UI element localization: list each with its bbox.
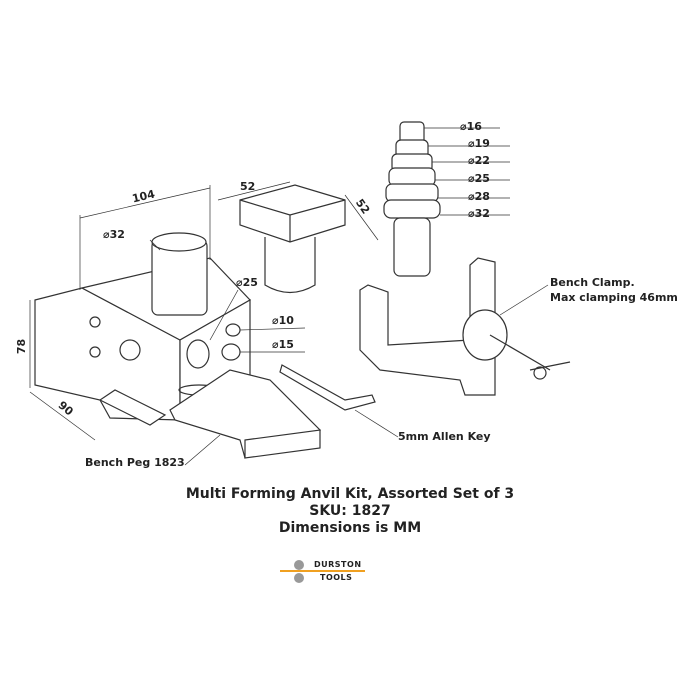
durston-logo: DURSTON TOOLS xyxy=(280,560,370,584)
dia-large-hole: ⌀25 xyxy=(236,276,258,289)
bench-peg-label: Bench Peg 1823 xyxy=(85,456,185,469)
caption-units: Dimensions is MM xyxy=(278,520,422,536)
clamp-capacity: Max clamping 46mm xyxy=(550,291,678,304)
dia-small-hole: ⌀10 xyxy=(272,314,294,327)
caption-title: Multi Forming Anvil Kit, Assorted Set of… xyxy=(185,486,515,502)
dia-stack-1: ⌀16 xyxy=(460,120,482,133)
stepped-stake-drawing xyxy=(383,121,441,277)
dia-stack-3: ⌀22 xyxy=(468,154,490,167)
logo-text-2: TOOLS xyxy=(320,573,353,582)
dia-peg: ⌀32 xyxy=(103,228,125,241)
allen-key-label: 5mm Allen Key xyxy=(398,430,491,443)
logo-text-1: DURSTON xyxy=(314,560,362,569)
dia-stack-4: ⌀25 xyxy=(468,172,490,185)
leader-lines xyxy=(149,127,549,466)
clamp-label: Bench Clamp. xyxy=(550,276,635,289)
bench-clamp-drawing xyxy=(359,257,571,396)
bench-peg-drawing xyxy=(34,232,322,459)
square-anvil-drawing xyxy=(239,184,346,294)
dia-stack-5: ⌀28 xyxy=(468,190,490,203)
dimension-lines xyxy=(29,181,379,441)
dim-height: 78 xyxy=(15,338,29,355)
dim-top: 52 xyxy=(240,180,256,193)
dia-stack-6: ⌀32 xyxy=(468,207,490,220)
allen-key-drawing xyxy=(279,364,376,411)
caption-sku: SKU: 1827 xyxy=(309,503,391,519)
dia-stack-2: ⌀19 xyxy=(468,137,490,150)
dia-mid-hole: ⌀15 xyxy=(272,338,294,351)
